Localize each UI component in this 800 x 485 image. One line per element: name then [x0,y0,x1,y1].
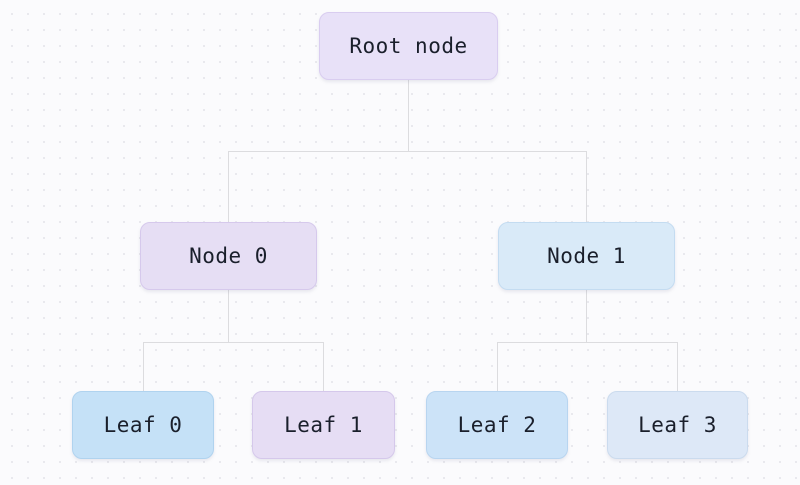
tree-node-node1-label: Node 1 [547,244,626,268]
connector-leaf2-drop [497,342,498,391]
tree-node-leaf0: Leaf 0 [72,391,214,459]
connector-root-down [408,80,409,151]
tree-node-node0: Node 0 [140,222,317,290]
tree-node-root-label: Root node [349,34,468,58]
connector-leaf1-drop [323,342,324,391]
tree-node-leaf0-label: Leaf 0 [103,413,183,437]
connector-node1-down [586,290,587,342]
connector-level1-horizontal [228,151,587,152]
tree-node-node0-label: Node 0 [189,244,268,268]
connector-node0-drop [228,151,229,222]
tree-node-node1: Node 1 [498,222,675,290]
connector-node0-horizontal [143,342,324,343]
tree-node-leaf1: Leaf 1 [252,391,395,459]
tree-node-leaf1-label: Leaf 1 [284,413,363,437]
tree-node-leaf3-label: Leaf 3 [638,413,717,437]
connector-node1-horizontal [497,342,678,343]
tree-node-leaf2-label: Leaf 2 [457,413,537,437]
connector-leaf3-drop [677,342,678,391]
tree-node-root: Root node [319,12,498,80]
tree-node-leaf2: Leaf 2 [426,391,568,459]
tree-node-leaf3: Leaf 3 [607,391,748,459]
connector-node0-down [228,290,229,342]
connector-node1-drop [586,151,587,222]
connector-leaf0-drop [143,342,144,391]
